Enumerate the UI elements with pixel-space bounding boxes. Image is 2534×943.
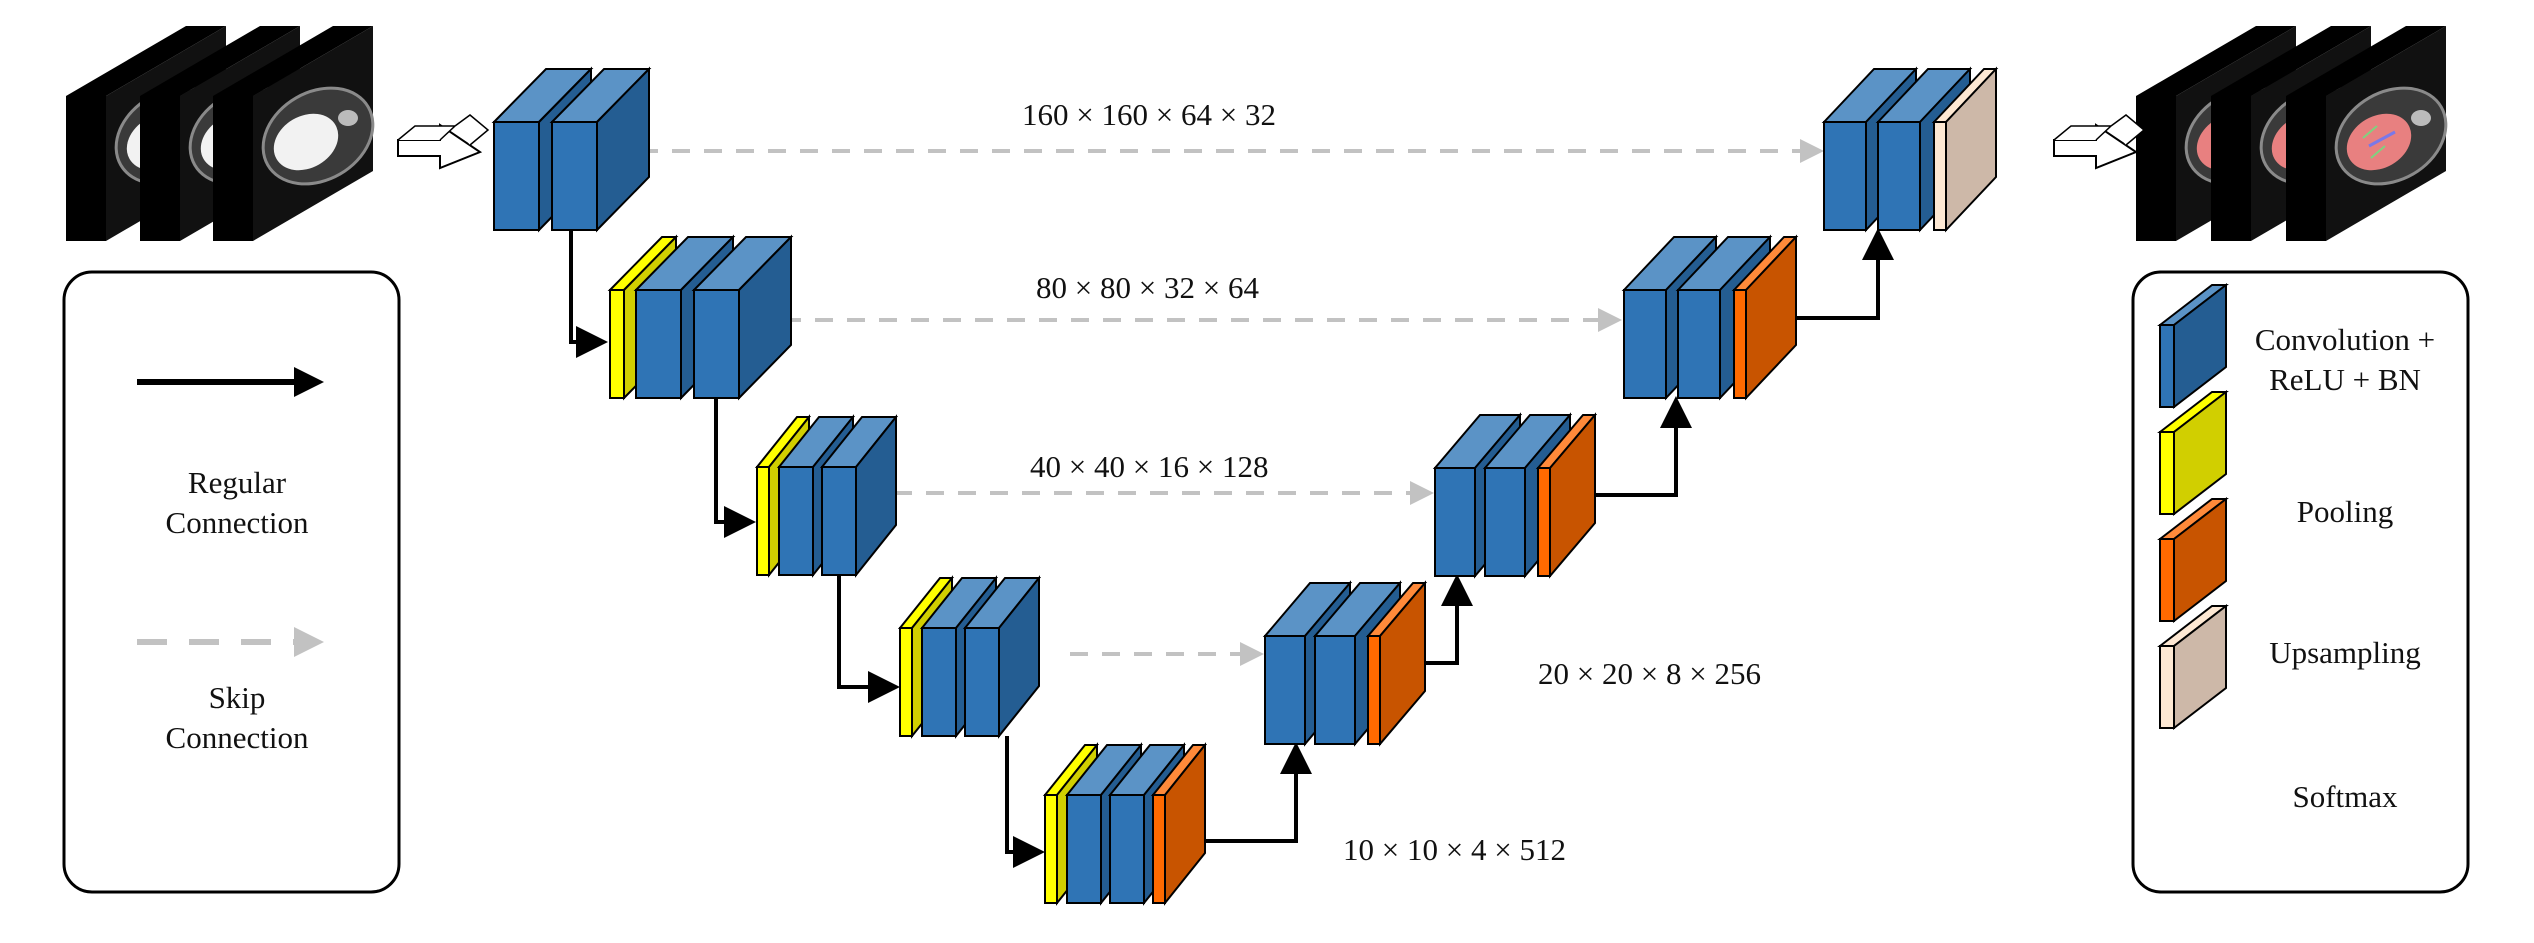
legend-pool-block-icon bbox=[2157, 389, 2229, 517]
legend-conv-label-line1: Convolution + bbox=[2255, 322, 2435, 357]
skip-connection-label-line1: Skip bbox=[209, 680, 266, 715]
output-slice-3 bbox=[2286, 26, 2448, 241]
conv-block-l3-b bbox=[819, 414, 899, 578]
regular-connection-l1-l2 bbox=[569, 230, 608, 358]
regular-connection-l3-l4 bbox=[837, 575, 900, 703]
level-label-5: 10 × 10 × 4 × 512 bbox=[1343, 832, 1566, 867]
legend-pool-label: Pooling bbox=[2297, 494, 2393, 529]
legend-up-label: Upsampling bbox=[2269, 635, 2421, 670]
level-label-4: 20 × 20 × 8 × 256 bbox=[1538, 656, 1761, 691]
regular-connection-label-line1: Regular bbox=[188, 465, 287, 500]
input-slice-3 bbox=[213, 26, 375, 241]
level-label-2: 80 × 80 × 32 × 64 bbox=[1036, 270, 1259, 305]
legend-soft-block-icon bbox=[2157, 603, 2229, 731]
legend-up-block-icon bbox=[2157, 496, 2229, 624]
softmax-block-d1 bbox=[1931, 66, 1999, 233]
up-block-l5 bbox=[1150, 742, 1208, 906]
conv-block-l1-b bbox=[549, 66, 652, 233]
regular-connection-label-line2: Connection bbox=[166, 505, 309, 540]
level-label-3: 40 × 40 × 16 × 128 bbox=[1030, 449, 1268, 484]
regular-connection-l5-d4 bbox=[1176, 742, 1312, 843]
connection-legend: Regular Connection Skip Connection bbox=[62, 270, 401, 894]
up-block-d2 bbox=[1731, 234, 1799, 401]
network-blocks bbox=[491, 66, 1999, 906]
regular-connection-l2-l3 bbox=[714, 398, 756, 538]
legend-conv-block-icon bbox=[2157, 282, 2229, 410]
conv-block-l2-b bbox=[691, 234, 794, 401]
output-image-stack bbox=[2136, 26, 2448, 241]
regular-connection-d2-d1 bbox=[1783, 228, 1894, 320]
conv-block-l4-b bbox=[962, 575, 1042, 739]
up-block-d4 bbox=[1365, 580, 1428, 747]
input-arrow-icon bbox=[397, 114, 490, 170]
legend-conv-label-line2: ReLU + BN bbox=[2269, 362, 2421, 397]
level-label-1: 160 × 160 × 64 × 32 bbox=[1022, 97, 1276, 132]
output-arrow-icon bbox=[2053, 114, 2146, 170]
block-legend: Convolution + ReLU + BN Pooling Upsampli… bbox=[2131, 270, 2470, 894]
legend-soft-label: Softmax bbox=[2292, 779, 2398, 814]
input-image-stack bbox=[66, 26, 375, 241]
connections bbox=[569, 139, 1894, 868]
regular-connection-d3-d2 bbox=[1577, 396, 1692, 497]
skip-connection-label-line2: Connection bbox=[166, 720, 309, 755]
regular-connection-l4-l5 bbox=[1005, 736, 1045, 868]
up-block-d3 bbox=[1535, 412, 1598, 579]
